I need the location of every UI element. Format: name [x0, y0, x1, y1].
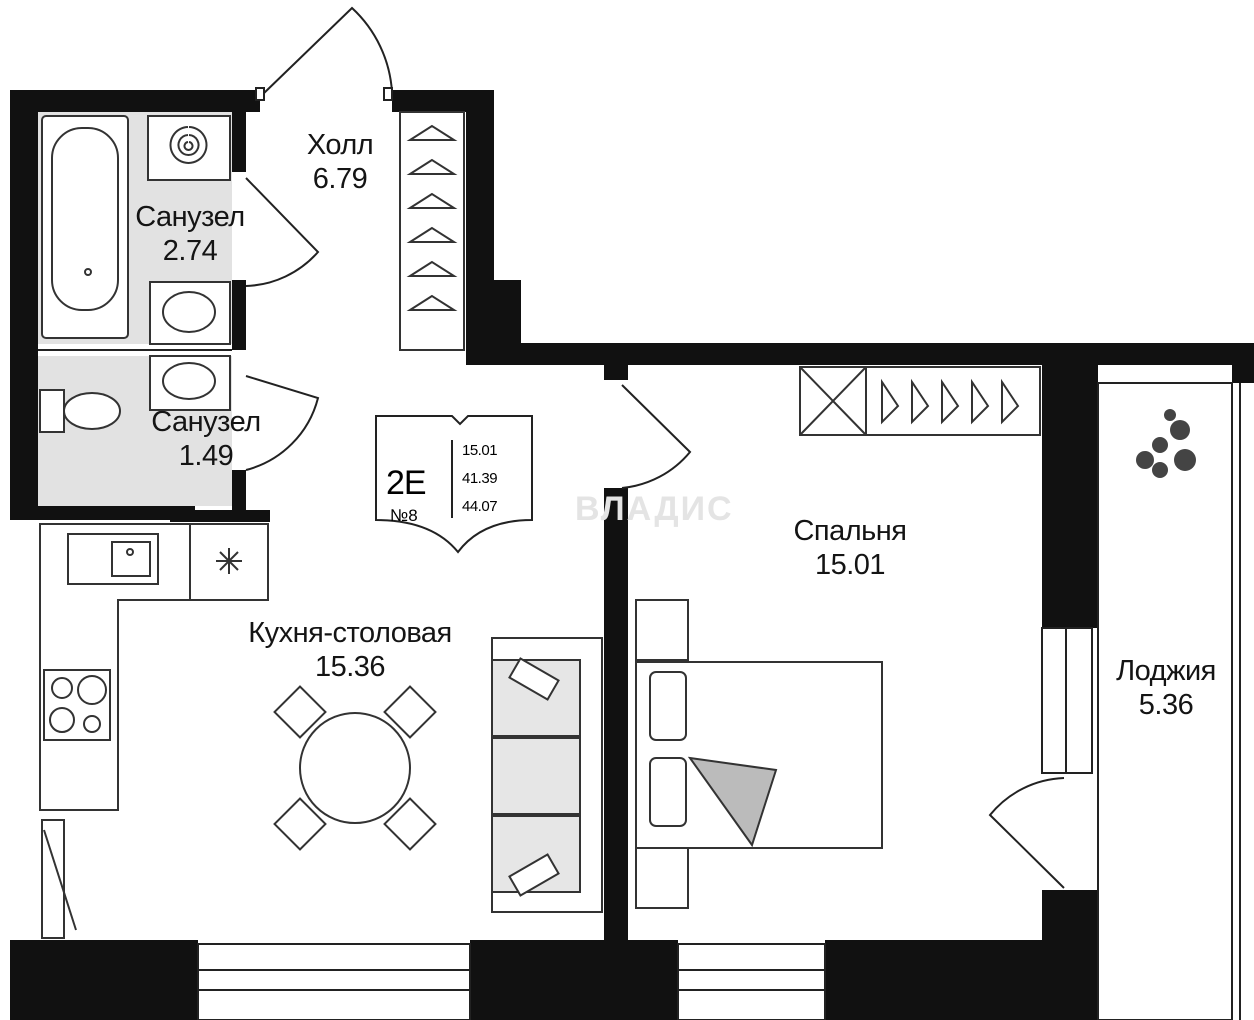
apartment-badge: 2E №8 15.01 41.39 44.07	[374, 412, 534, 552]
area-with-loggia: 44.07	[462, 498, 498, 515]
washing-machine	[147, 115, 231, 181]
doors	[245, 6, 1065, 889]
room-label-bedroom: Спальня 15.01	[770, 514, 930, 582]
room-name: Санузел	[151, 406, 261, 438]
kitchen-counter	[39, 523, 269, 939]
room-name: Лоджия	[1116, 655, 1216, 687]
room-name: Холл	[306, 129, 374, 161]
bed	[635, 599, 883, 909]
room-name: Спальня	[793, 515, 907, 547]
bathtub	[41, 115, 129, 339]
room-label-loggia: Лоджия 5.36	[1096, 654, 1236, 722]
room-area: 5.36	[1138, 689, 1194, 721]
room-label-hall: Холл 6.79	[270, 128, 410, 196]
bedroom-wardrobe	[799, 366, 1041, 436]
room-area: 2.74	[162, 235, 218, 267]
sofa	[491, 637, 603, 913]
windows	[197, 382, 1241, 1020]
hall-wardrobe	[399, 111, 465, 351]
watermark: ВЛАДИС	[575, 490, 734, 528]
room-label-kitchen: Кухня-столовая 15.36	[215, 616, 485, 684]
room-label-bath2: Санузел 1.49	[136, 405, 276, 473]
room-area: 15.01	[814, 549, 886, 581]
apartment-number: №8	[390, 506, 418, 525]
room-name: Санузел	[135, 201, 245, 233]
plant	[1136, 409, 1196, 478]
room-name: Кухня-столовая	[248, 617, 452, 649]
area-total: 41.39	[462, 470, 498, 487]
room-area: 1.49	[178, 440, 234, 472]
sinks	[149, 281, 231, 411]
room-label-bath1: Санузел 2.74	[120, 200, 260, 268]
badge-outline	[375, 415, 533, 554]
toilet	[39, 389, 121, 433]
apartment-type: 2E	[386, 464, 427, 502]
area-living: 15.01	[462, 442, 498, 459]
room-area: 15.36	[314, 651, 386, 683]
dining-table	[273, 685, 437, 851]
room-area: 6.79	[312, 163, 368, 195]
